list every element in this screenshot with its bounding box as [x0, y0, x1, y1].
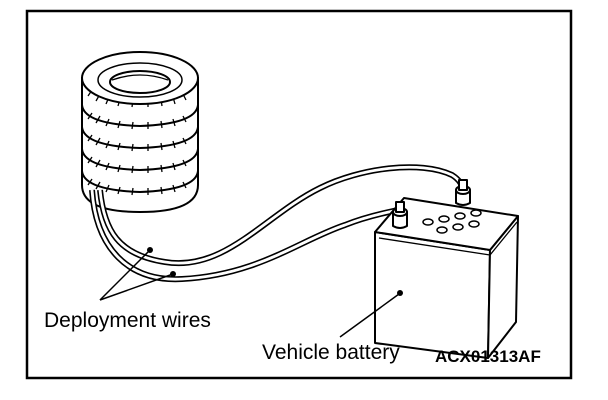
- figure-code: ACX01313AF: [435, 347, 541, 366]
- callout-leaders: [99, 247, 400, 338]
- tire-stack: [81, 51, 199, 214]
- deployment-wires: [89, 164, 466, 283]
- figure-border: [25, 9, 573, 380]
- battery-terminal-positive: [455, 179, 471, 206]
- label-deployment-wires: Deployment wires: [44, 309, 211, 332]
- vehicle-battery: [374, 179, 519, 359]
- label-vehicle-battery: Vehicle battery: [262, 341, 400, 364]
- battery-terminal-negative: [392, 201, 408, 229]
